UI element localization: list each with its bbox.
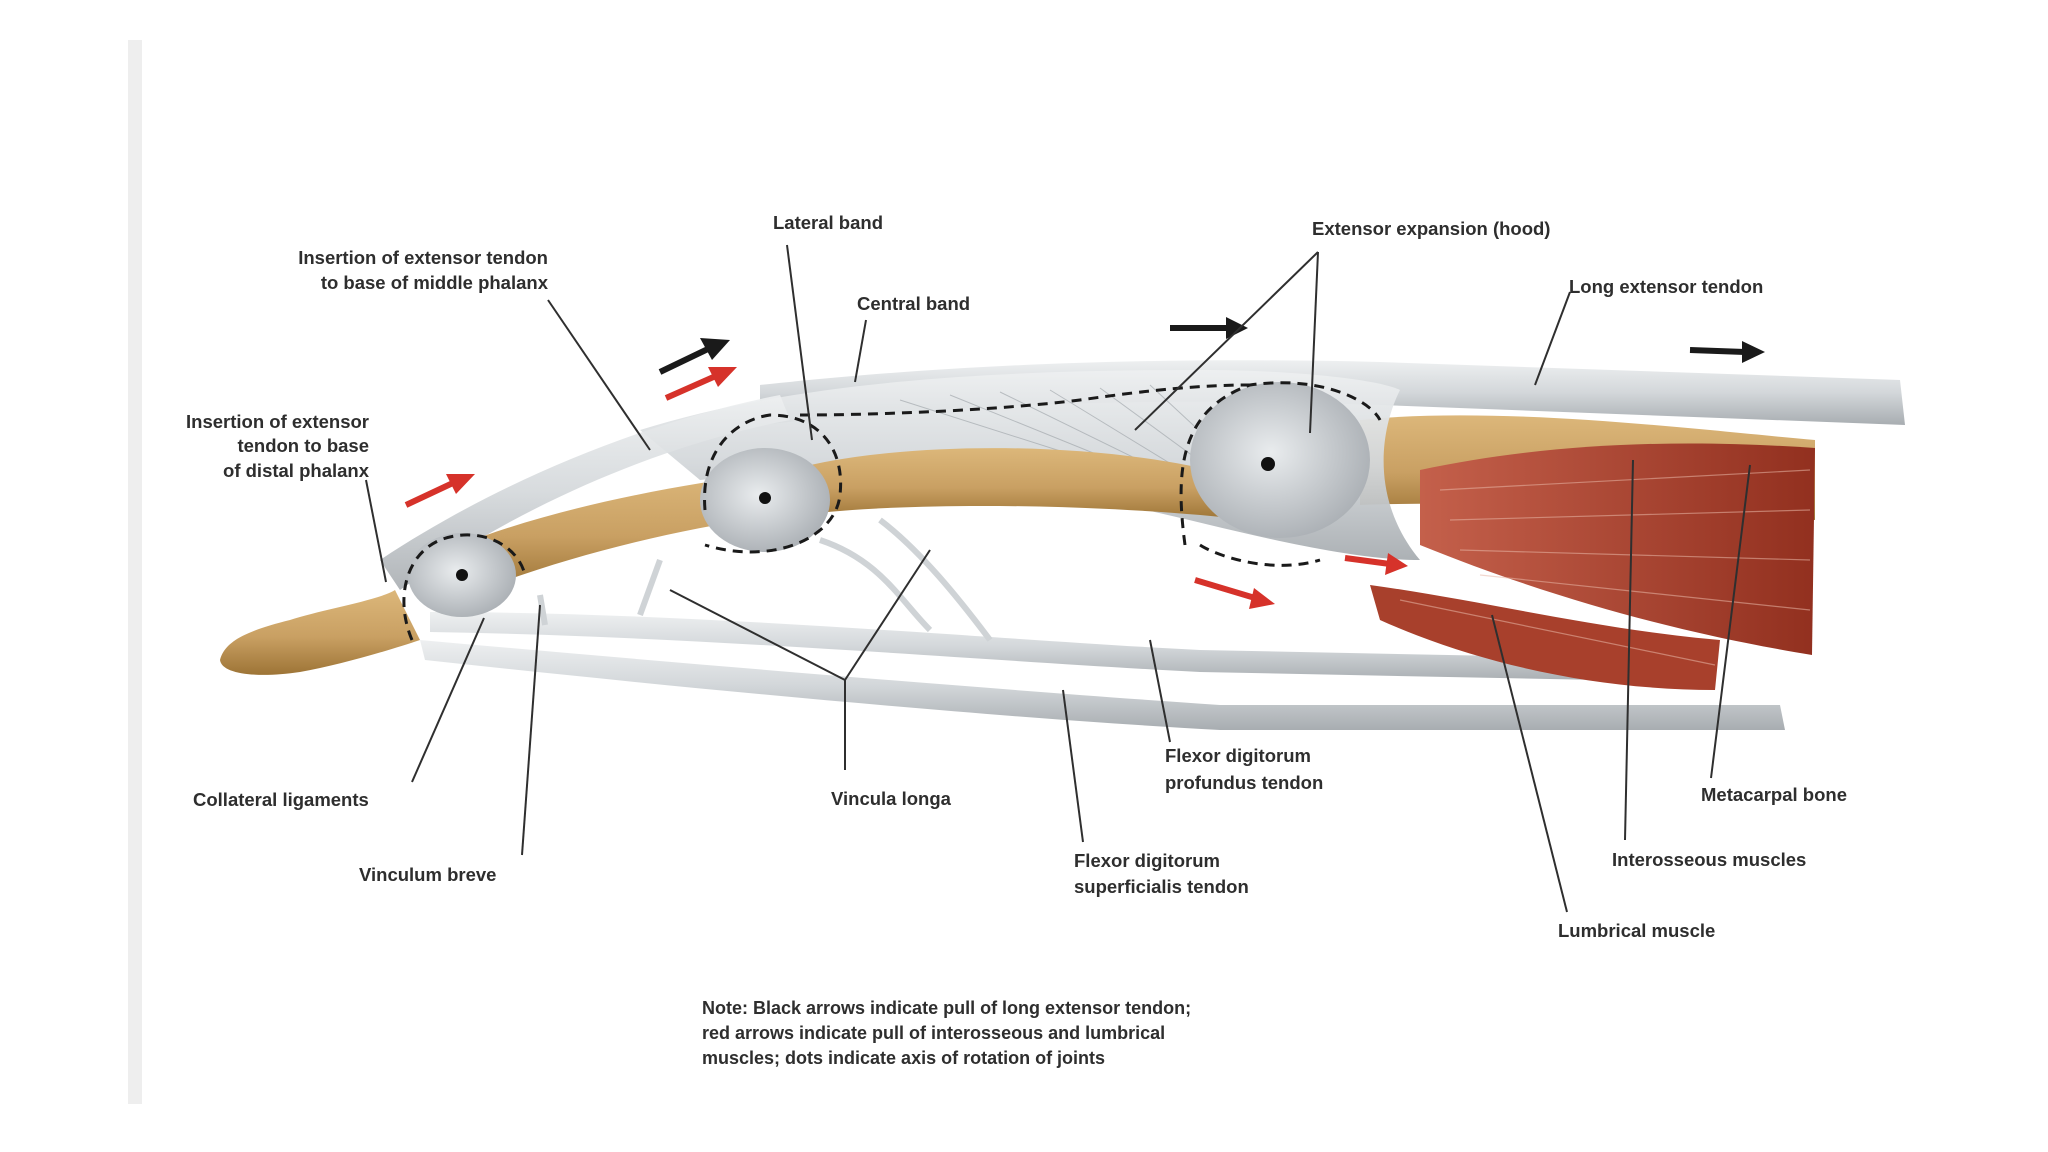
- red-arrow-1: [404, 474, 475, 508]
- left-border: [128, 40, 142, 1104]
- black-arrow-3: [1689, 341, 1765, 363]
- mcp-joint: [1190, 382, 1370, 538]
- labels: Insertion of extensor tendon to base of …: [186, 212, 1847, 941]
- hood-dashed-line: [799, 383, 1251, 417]
- proximal-phalanx: [790, 448, 1250, 520]
- mcp-joint-outline: [1179, 381, 1382, 567]
- label-vincula-longa: Vincula longa: [831, 788, 952, 809]
- label-lumbrical-muscle: Lumbrical muscle: [1558, 920, 1715, 941]
- label-metacarpal-bone: Metacarpal bone: [1701, 784, 1847, 805]
- label-insertion-middle-2: to base of middle phalanx: [321, 272, 549, 293]
- pip-joint-outline: [703, 413, 843, 554]
- label-fdp-2: profundus tendon: [1165, 772, 1323, 793]
- label-insertion-distal-2: tendon to base: [237, 435, 369, 456]
- lumbrical-muscle-shape: [1370, 585, 1720, 690]
- pull-arrows: [404, 317, 1765, 609]
- joints: [402, 381, 1382, 641]
- label-long-extensor-tendon: Long extensor tendon: [1569, 276, 1763, 297]
- label-insertion-middle-1: Insertion of extensor tendon: [298, 247, 548, 268]
- label-fds-2: superficialis tendon: [1074, 876, 1249, 897]
- interosseous-muscle-shape: [1420, 443, 1815, 655]
- black-arrow-1: [658, 338, 730, 375]
- label-collateral-ligaments: Collateral ligaments: [193, 789, 369, 810]
- label-fds-1: Flexor digitorum: [1074, 850, 1220, 871]
- vincula-longa-2: [819, 537, 933, 633]
- figure-note: Note: Black arrows indicate pull of long…: [702, 998, 1191, 1068]
- label-lateral-band: Lateral band: [773, 212, 883, 233]
- label-insertion-distal-1: Insertion of extensor: [186, 411, 369, 432]
- label-vinculum-breve: Vinculum breve: [359, 864, 496, 885]
- label-fdp-1: Flexor digitorum: [1165, 745, 1311, 766]
- leader-lines: [365, 244, 1751, 913]
- red-arrow-2: [664, 367, 737, 401]
- label-extensor-expansion: Extensor expansion (hood): [1312, 218, 1550, 239]
- label-insertion-distal-3: of distal phalanx: [223, 460, 370, 481]
- pip-axis-dot: [759, 492, 771, 504]
- vincula-longa-3: [878, 517, 993, 642]
- note-line-2: red arrows indicate pull of interosseous…: [702, 1023, 1165, 1043]
- mcp-axis-dot: [1261, 457, 1275, 471]
- distal-phalanx: [220, 590, 420, 675]
- vincula-longa-1: [637, 558, 663, 617]
- fds-tendon: [420, 640, 1785, 730]
- vinculum-breve-shape: [537, 594, 548, 626]
- dip-axis-dot: [456, 569, 468, 581]
- label-interosseous-muscles: Interosseous muscles: [1612, 849, 1806, 870]
- note-line-1: Note: Black arrows indicate pull of long…: [702, 998, 1191, 1018]
- red-arrow-3: [1194, 577, 1275, 609]
- lateral-band-shape: [380, 395, 790, 590]
- red-arrow-4: [1344, 553, 1408, 575]
- dip-joint-outline: [402, 533, 527, 641]
- label-central-band: Central band: [857, 293, 970, 314]
- muscles: [1370, 443, 1815, 690]
- black-arrow-2: [1170, 317, 1248, 339]
- note-line-3: muscles; dots indicate axis of rotation …: [702, 1048, 1105, 1068]
- vincula: [537, 517, 993, 642]
